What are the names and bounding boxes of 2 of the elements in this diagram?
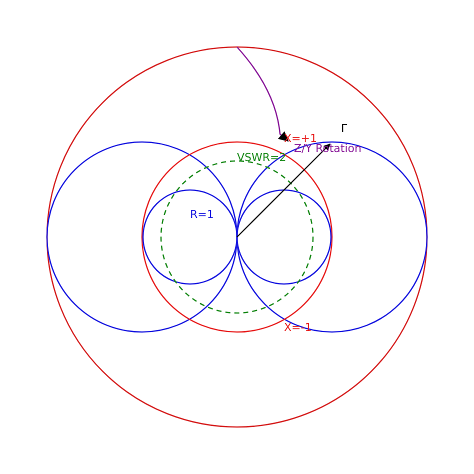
- reflection-coefficient-label: Γ: [341, 122, 348, 135]
- resistance-label: R=1: [190, 208, 214, 221]
